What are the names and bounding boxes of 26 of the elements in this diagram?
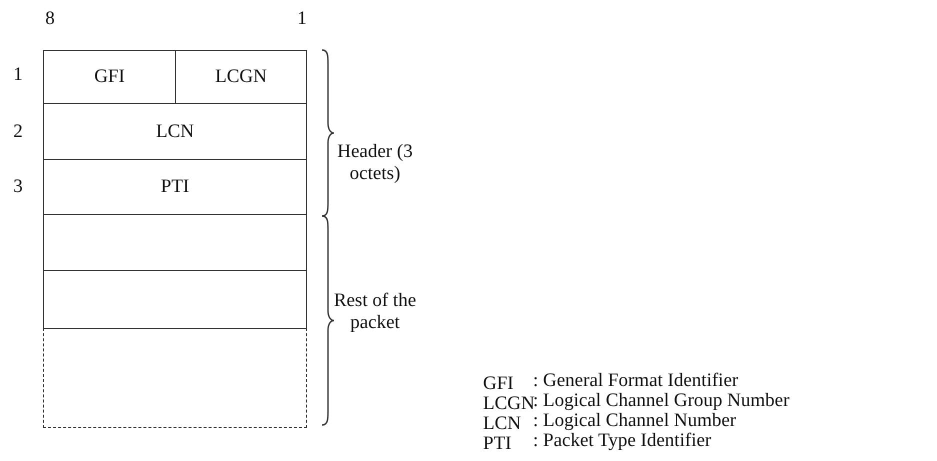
abbreviation: GFI [483,373,514,395]
field-cell [43,50,176,104]
field-name: LCN [156,120,194,142]
abbreviation-definition: : Packet Type Identifier [533,430,712,452]
octet-number: 3 [12,176,24,198]
abbreviation: LCN [483,413,521,435]
field-cell [43,103,307,160]
field-name: LCGN [215,66,267,88]
abbreviation: LCGN [483,393,535,415]
abbreviation: PTI [483,433,512,455]
field-cell [175,50,307,104]
field-name: PTI [160,176,190,198]
bit-number: 1 [296,8,308,30]
brace-label: Rest of the packet [332,290,418,334]
octet-number: 1 [12,64,24,86]
dashed-box [43,328,307,428]
empty-box [43,270,307,329]
abbreviation-definition: : Logical Channel Number [533,410,736,432]
abbreviation-definition: : General Format Identifier [533,370,738,392]
empty-box [43,214,307,271]
field-name: GFI [94,66,125,88]
octet-number: 2 [12,121,24,143]
field-cell [43,159,307,215]
abbreviation-definition: : Logical Channel Group Number [533,390,790,412]
bit-number: 8 [44,8,56,30]
brace-label: Header (3 octets) [336,141,414,185]
